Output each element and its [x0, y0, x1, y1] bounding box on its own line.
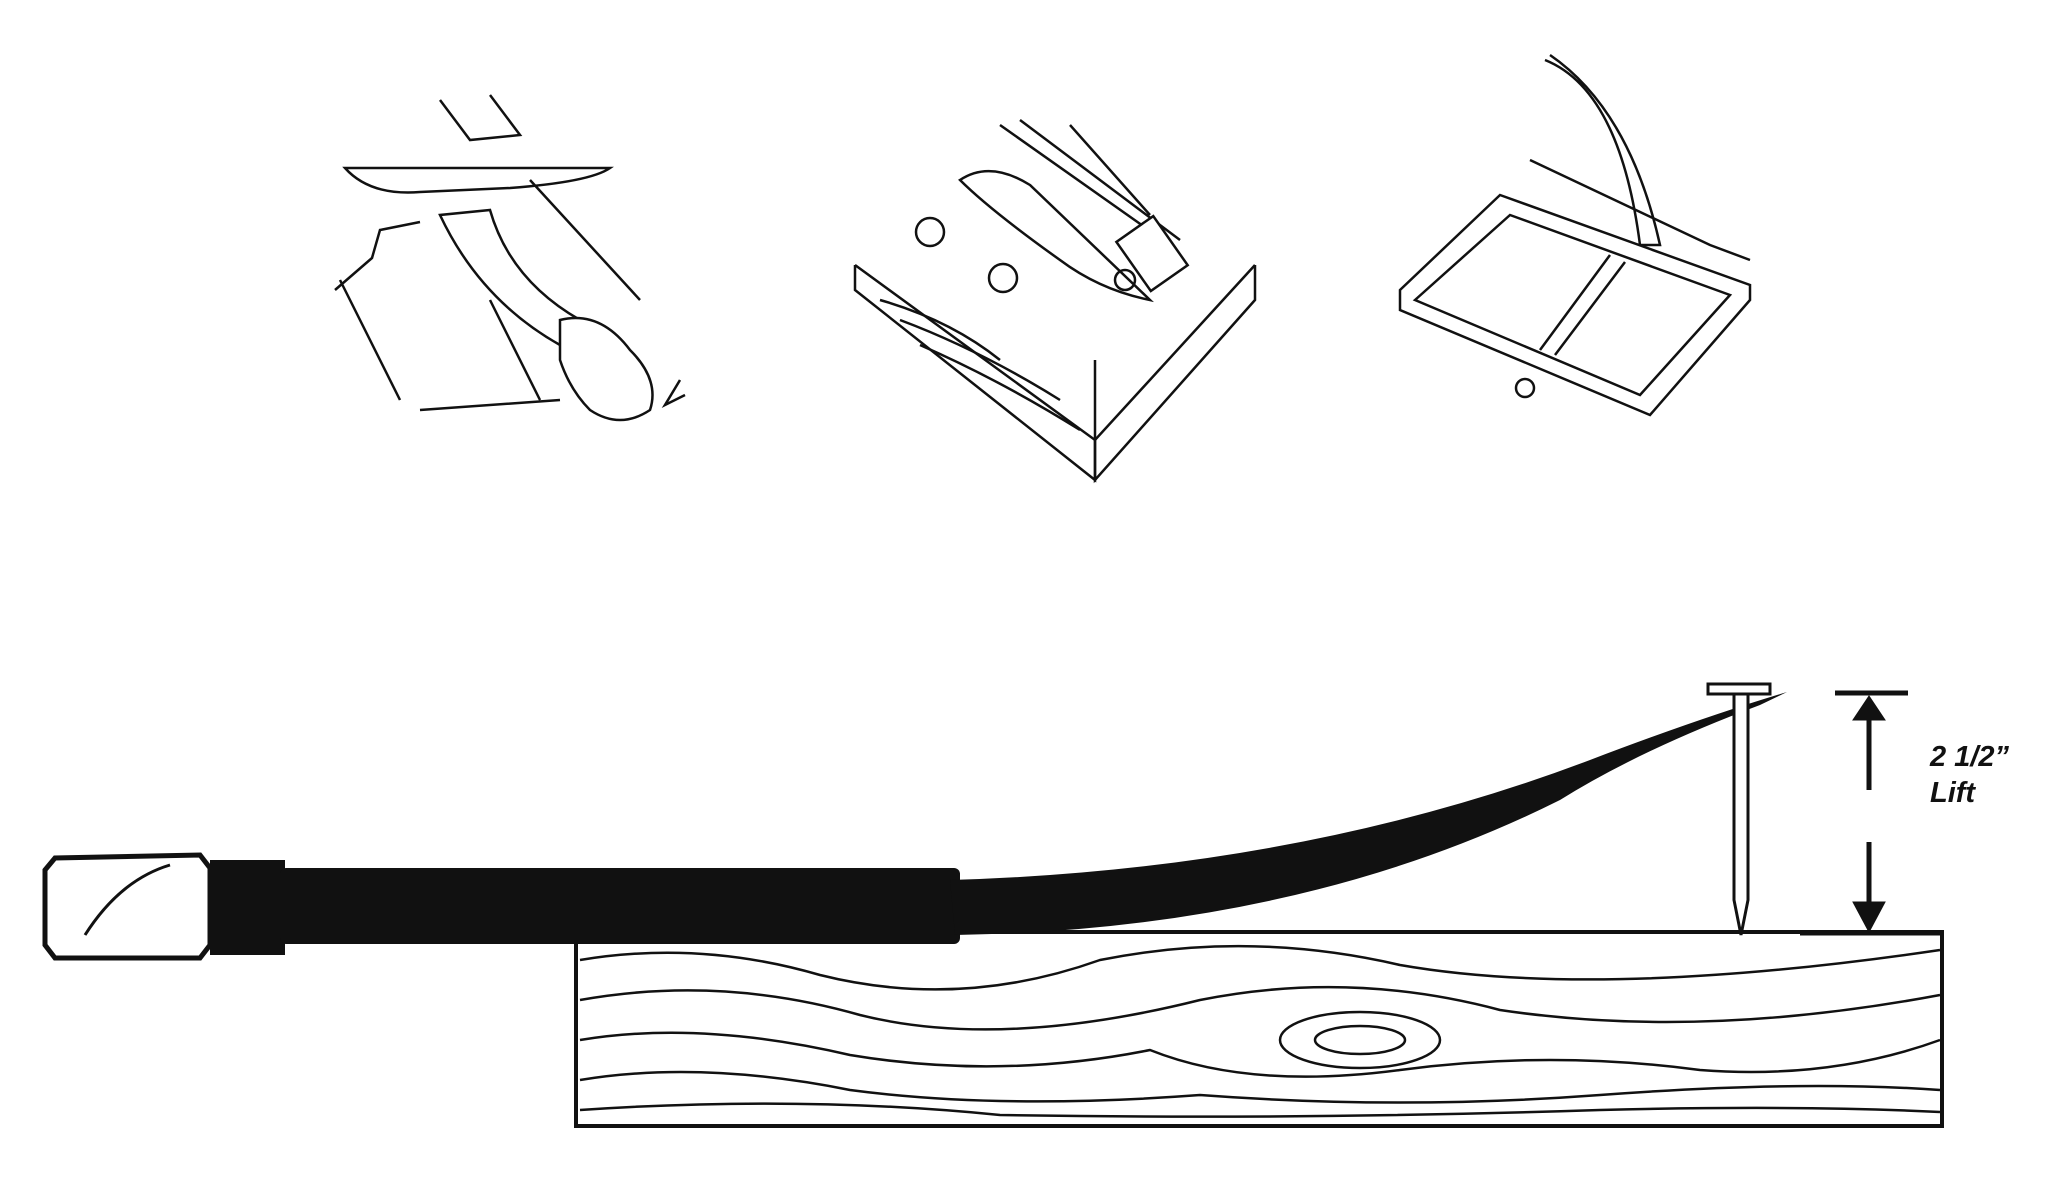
wood-grain	[579, 944, 1941, 1118]
nail-pull-illustration	[853, 119, 1257, 484]
shingle-lift-illustration	[334, 94, 686, 422]
pry-bar[interactable]	[42, 692, 1787, 961]
pry-bar-end-cap	[42, 852, 213, 961]
frame-pry-illustration	[1398, 53, 1752, 417]
pry-bar-handle	[280, 868, 960, 944]
lift-label: Lift	[1930, 777, 1976, 809]
arrow-up-icon	[1852, 695, 1886, 721]
wood-board	[574, 930, 1944, 1128]
arrow-down-icon	[1852, 901, 1886, 934]
lift-measure: 2 1/2”	[1930, 741, 2009, 773]
pry-bar-curved-blade	[950, 692, 1787, 935]
lift-dimension	[1800, 690, 1942, 936]
nail	[1706, 682, 1772, 936]
